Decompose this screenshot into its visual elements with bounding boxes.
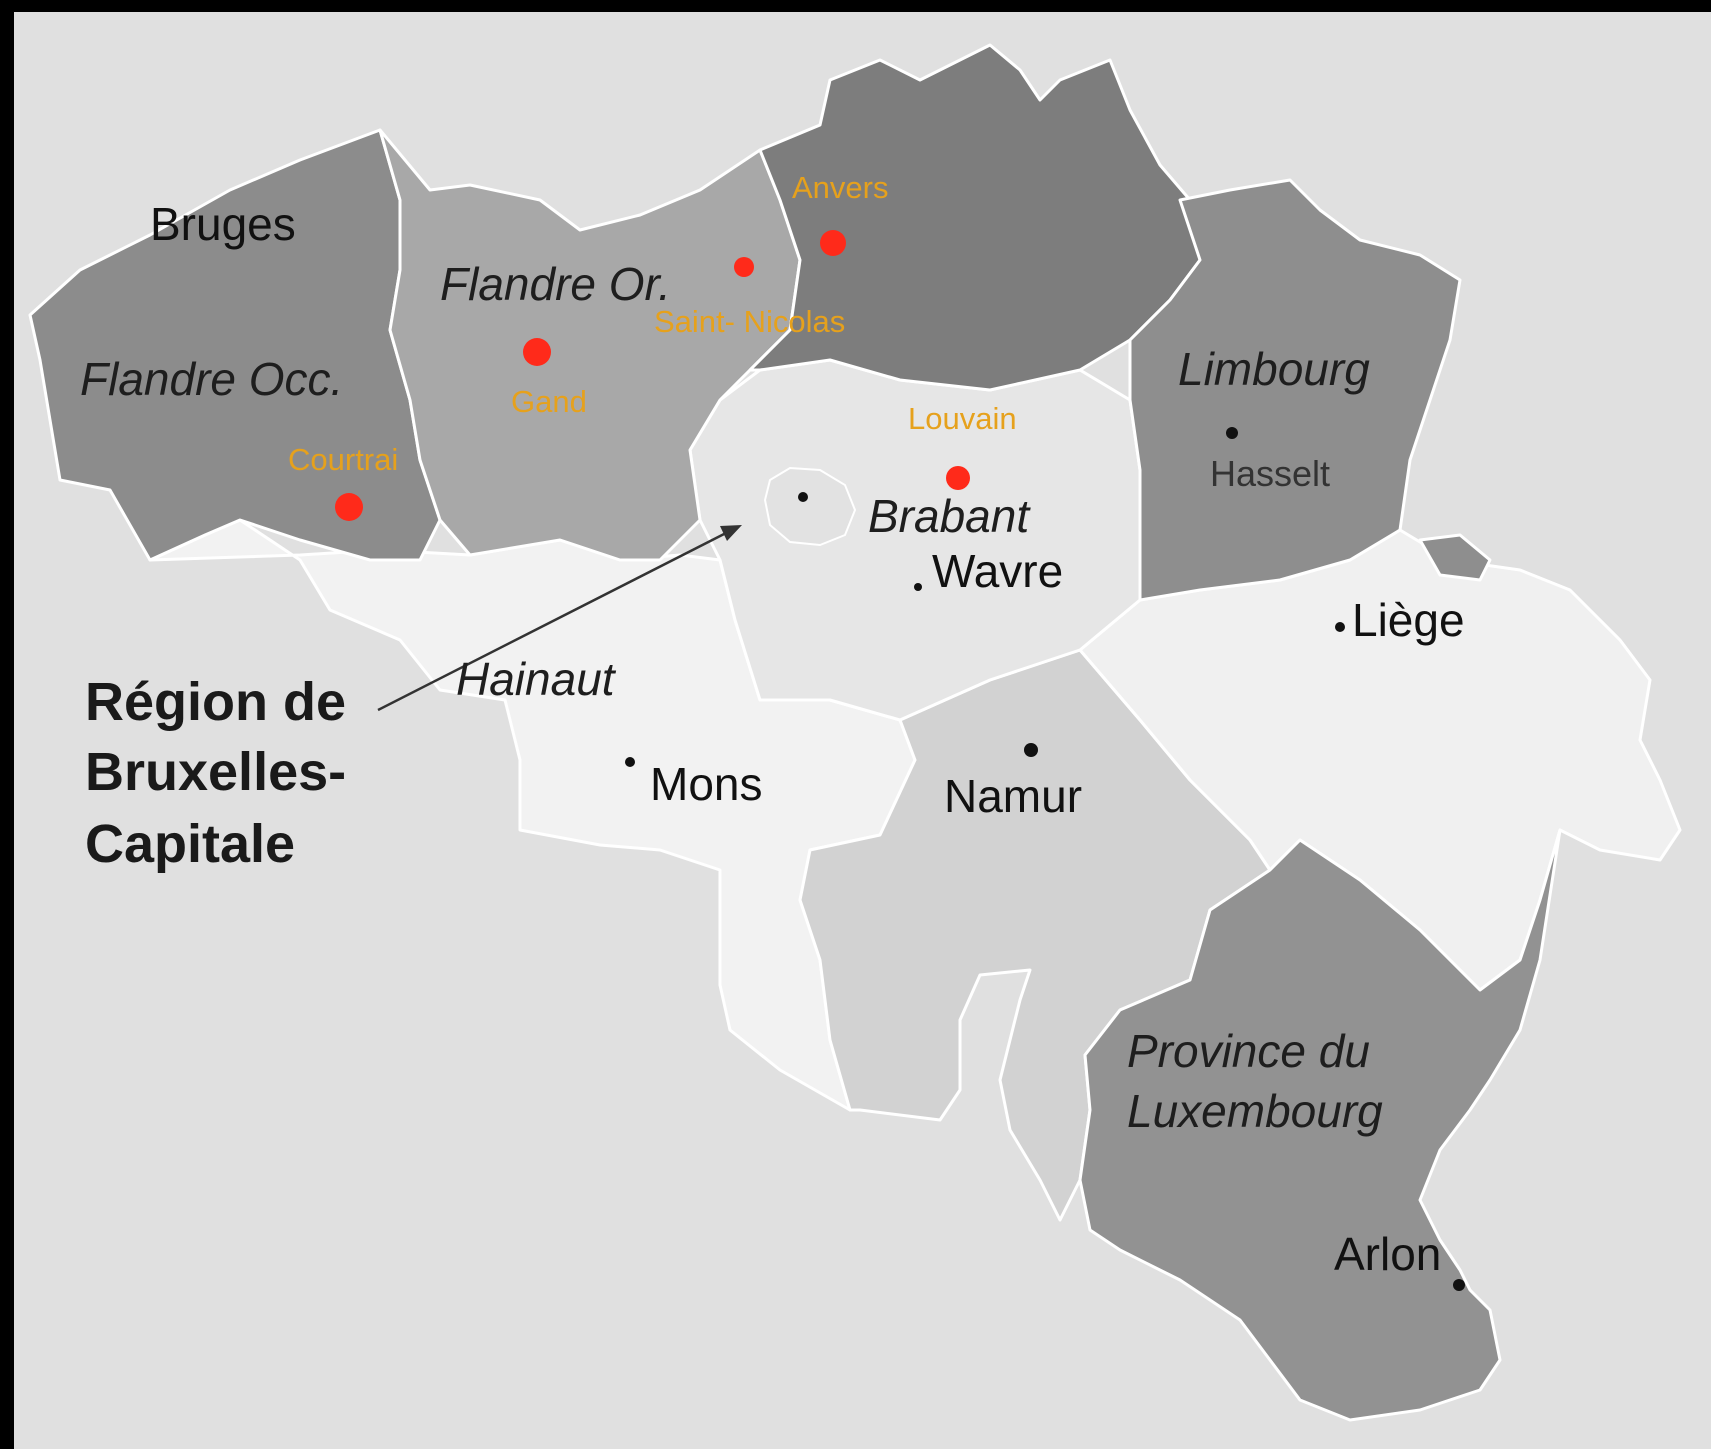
- red-dot-gand: [523, 338, 551, 366]
- city-label-hasselt: Hasselt: [1210, 453, 1330, 494]
- red-label-louvain: Louvain: [908, 401, 1017, 436]
- city-dot-mons: [625, 757, 635, 767]
- region-label-line2: Bruxelles-: [85, 742, 346, 802]
- region-label-line1: Région de: [85, 672, 346, 732]
- province-luxembourg[interactable]: [1078, 828, 1562, 1422]
- red-dot-louvain: [946, 466, 970, 490]
- red-dot-anvers: [820, 230, 846, 256]
- province-label-luxembourg-2: Luxembourg: [1127, 1085, 1383, 1137]
- bruxelles-pointer-line: [377, 530, 729, 712]
- red-label-saint-nicolas: Saint- Nicolas: [654, 304, 845, 339]
- city-label-bruges: Bruges: [150, 198, 296, 250]
- city-dot-hasselt: [1226, 427, 1238, 439]
- province-label-luxembourg-1: Province du: [1127, 1025, 1370, 1077]
- region-bruxelles-capitale[interactable]: [763, 466, 857, 547]
- red-dot-saint-nicolas: [734, 257, 754, 277]
- province-label-flandre-occ: Flandre Occ.: [80, 353, 343, 405]
- city-label-wavre: Wavre: [932, 545, 1063, 597]
- city-label-namur: Namur: [944, 770, 1082, 822]
- city-dot-namur: [1024, 743, 1038, 757]
- city-dot-wavre: [914, 583, 922, 591]
- province-fragment-east: [1418, 533, 1492, 582]
- city-dot-brussels: [798, 492, 808, 502]
- city-dot-liege: [1335, 622, 1345, 632]
- province-label-brabant: Brabant: [868, 490, 1031, 542]
- bruxelles-pointer-arrowhead: [720, 525, 742, 541]
- red-label-courtrai: Courtrai: [288, 442, 398, 477]
- province-label-flandre-or: Flandre Or.: [440, 258, 671, 310]
- city-dot-arlon: [1453, 1279, 1465, 1291]
- region-label-line3: Capitale: [85, 814, 295, 874]
- province-label-hainaut: Hainaut: [456, 653, 617, 705]
- city-label-arlon: Arlon: [1334, 1228, 1441, 1280]
- red-label-gand: Gand: [511, 384, 587, 419]
- red-dot-courtrai: [335, 493, 363, 521]
- city-label-liege: Liège: [1352, 594, 1465, 646]
- province-label-limbourg: Limbourg: [1178, 343, 1370, 395]
- city-label-mons: Mons: [650, 758, 762, 810]
- red-label-anvers: Anvers: [792, 170, 888, 205]
- province-limbourg[interactable]: [1128, 178, 1462, 602]
- province-flandre-or[interactable]: [378, 128, 802, 562]
